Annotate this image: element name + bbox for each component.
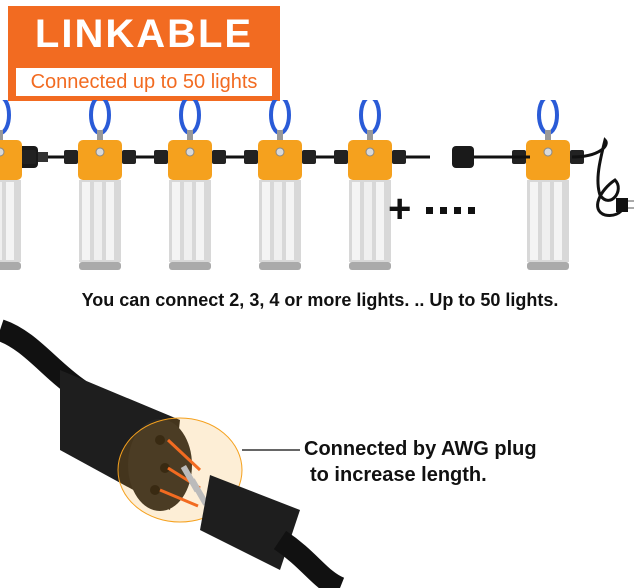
plus-symbol: +: [388, 187, 411, 231]
linked-lights-illustration: +: [0, 100, 634, 272]
socket-icon: [60, 370, 192, 511]
plug-callout: Connected by AWG plug to increase length…: [304, 436, 537, 488]
callout-line-1: Connected by AWG plug: [304, 438, 537, 460]
plug-detail-illustration: [0, 319, 345, 588]
lamp-icon: [0, 100, 36, 270]
power-cord-icon: [571, 137, 634, 217]
carabiner-icon: [0, 100, 11, 135]
continuation-dots: [426, 207, 475, 214]
linkable-banner: LINKABLE Connected up to 50 lights: [8, 6, 280, 101]
power-plug-icon: [180, 465, 345, 588]
banner-subtitle: Connected up to 50 lights: [16, 68, 272, 96]
banner-title: LINKABLE: [34, 12, 254, 56]
callout-line-2: to increase length.: [310, 464, 487, 486]
lights-caption: You can connect 2, 3, 4 or more lights. …: [81, 290, 559, 310]
